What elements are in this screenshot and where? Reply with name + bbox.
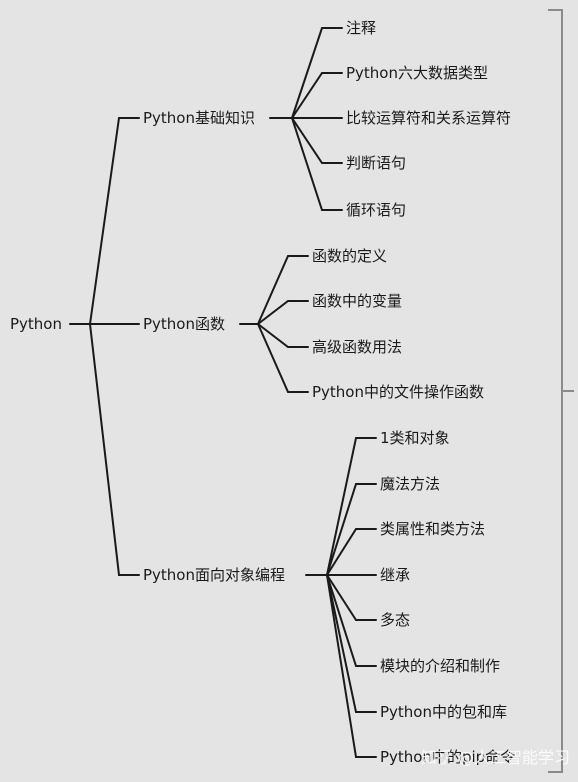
branch-1-leaf-connector-4 <box>291 117 343 164</box>
leaf-node: Python六大数据类型 <box>346 64 488 82</box>
leaf-node: 1类和对象 <box>380 429 450 447</box>
leaf-node: 比较运算符和关系运算符 <box>346 109 512 127</box>
branch-node-3: Python面向对象编程 <box>143 566 285 584</box>
leaf-node: 类属性和类方法 <box>380 520 486 538</box>
branch-3-leaf-connector-5 <box>326 574 377 621</box>
branch-3-leaf-connector-8 <box>326 574 377 758</box>
branch-2-leaf-connector-1 <box>257 255 309 325</box>
leaf-node: 函数的定义 <box>312 247 388 265</box>
root-to-branch-1 <box>89 117 140 325</box>
leaf-node: 注释 <box>346 19 377 37</box>
root-node: Python <box>10 315 62 333</box>
branch-2-leaf-connector-4 <box>257 323 309 393</box>
branch-1-leaf-connector-2 <box>291 72 343 119</box>
watermark: 知乎 @人工智能学习 <box>420 748 570 767</box>
leaf-node: 判断语句 <box>346 154 407 172</box>
branch-2-leaf-connector-2 <box>257 300 309 325</box>
branch-2-leaf-connector-3 <box>257 323 309 348</box>
leaf-node: 循环语句 <box>346 201 407 219</box>
branch-1-leaf-connector-5 <box>291 117 343 211</box>
leaf-node: 继承 <box>380 566 411 584</box>
branch-3-leaf-connector-6 <box>326 574 377 667</box>
root-to-branch-3 <box>89 323 140 576</box>
leaf-node: Python中的pip命令 <box>380 748 516 766</box>
branch-3-leaf-connector-7 <box>326 574 377 713</box>
leaf-node: 高级函数用法 <box>312 338 403 356</box>
right-bracket <box>548 9 574 773</box>
leaf-node: Python中的文件操作函数 <box>312 383 484 401</box>
branch-3-leaf-connector-2 <box>326 483 377 576</box>
branch-1-leaf-connector-1 <box>291 27 343 119</box>
leaf-node: 函数中的变量 <box>312 292 403 310</box>
branch-3-leaf-connector-1 <box>326 437 377 576</box>
branch-node-2: Python函数 <box>143 315 225 333</box>
branch-3-leaf-connector-3 <box>326 528 377 576</box>
leaf-node: 魔法方法 <box>380 475 441 493</box>
leaf-node: 多态 <box>380 611 411 629</box>
leaf-node: Python中的包和库 <box>380 703 507 721</box>
leaf-node: 模块的介绍和制作 <box>380 657 501 675</box>
branch-node-1: Python基础知识 <box>143 109 255 127</box>
